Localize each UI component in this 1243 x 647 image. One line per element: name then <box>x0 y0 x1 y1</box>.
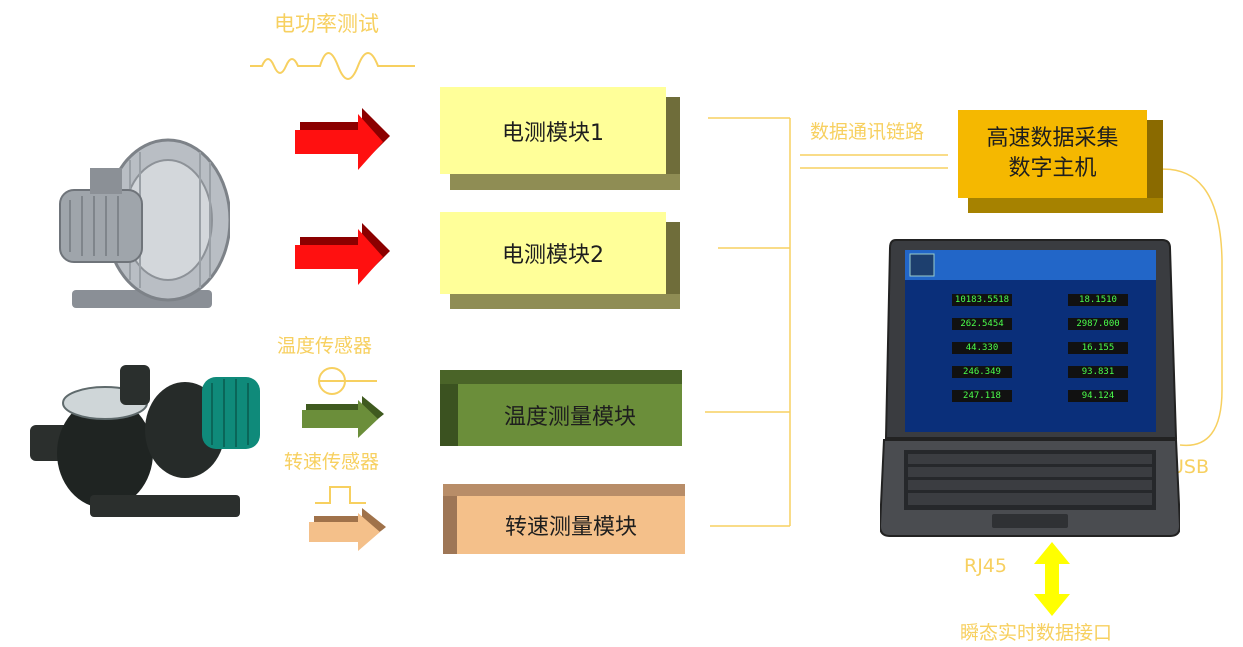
elec-module-2: 电测模块2 <box>440 212 680 309</box>
elec-module-2-label: 电测模块2 <box>440 212 666 294</box>
red-arrow-2 <box>295 223 390 285</box>
usb-label: USB <box>1170 456 1210 478</box>
host-line-2: 数字主机 <box>1008 156 1097 181</box>
green-arrow <box>302 396 384 438</box>
data-link-label: 数据通讯链路 <box>810 121 925 143</box>
temp-sensor-label: 温度传感器 <box>277 335 373 357</box>
speed-module-label: 转速测量模块 <box>457 496 685 554</box>
screen-readout-r2: 2987.000 <box>1068 318 1128 330</box>
screen-readout-l1: 10183.5518 <box>952 294 1012 306</box>
laptop-image <box>880 236 1180 542</box>
screen-readout-l3: 44.330 <box>952 342 1012 354</box>
screen-readout-r1: 18.1510 <box>1068 294 1128 306</box>
screen-readout-l4: 246.349 <box>952 366 1012 378</box>
speed-sensor-label: 转速传感器 <box>284 451 380 473</box>
temp-module-label: 温度测量模块 <box>458 384 682 446</box>
speed-module: 转速测量模块 <box>443 484 685 554</box>
red-arrow-1 <box>295 108 390 170</box>
tan-arrow <box>309 508 386 551</box>
host-line-1: 高速数据采集 <box>986 126 1119 151</box>
speed-pulse-icon <box>315 486 366 504</box>
rj45-double-arrow <box>1034 542 1070 616</box>
screen-readout-r4: 93.831 <box>1068 366 1128 378</box>
screen-readout-r3: 16.155 <box>1068 342 1128 354</box>
power-wave-icon <box>250 52 415 80</box>
data-host: 高速数据采集 数字主机 <box>958 110 1163 213</box>
temp-module: 温度测量模块 <box>440 370 682 446</box>
rj45-label: RJ45 <box>964 555 1007 577</box>
realtime-port-label: 瞬态实时数据接口 <box>960 622 1113 644</box>
blower-motor-image <box>50 120 230 320</box>
screen-readout-l2: 262.5454 <box>952 318 1012 330</box>
elec-module-1: 电测模块1 <box>440 87 680 190</box>
screen-readout-r5: 94.124 <box>1068 390 1128 402</box>
water-pump-image <box>20 355 265 525</box>
screen-readout-l5: 247.118 <box>952 390 1012 402</box>
elec-module-1-label: 电测模块1 <box>440 87 666 174</box>
power-test-label: 电功率测试 <box>274 12 379 36</box>
